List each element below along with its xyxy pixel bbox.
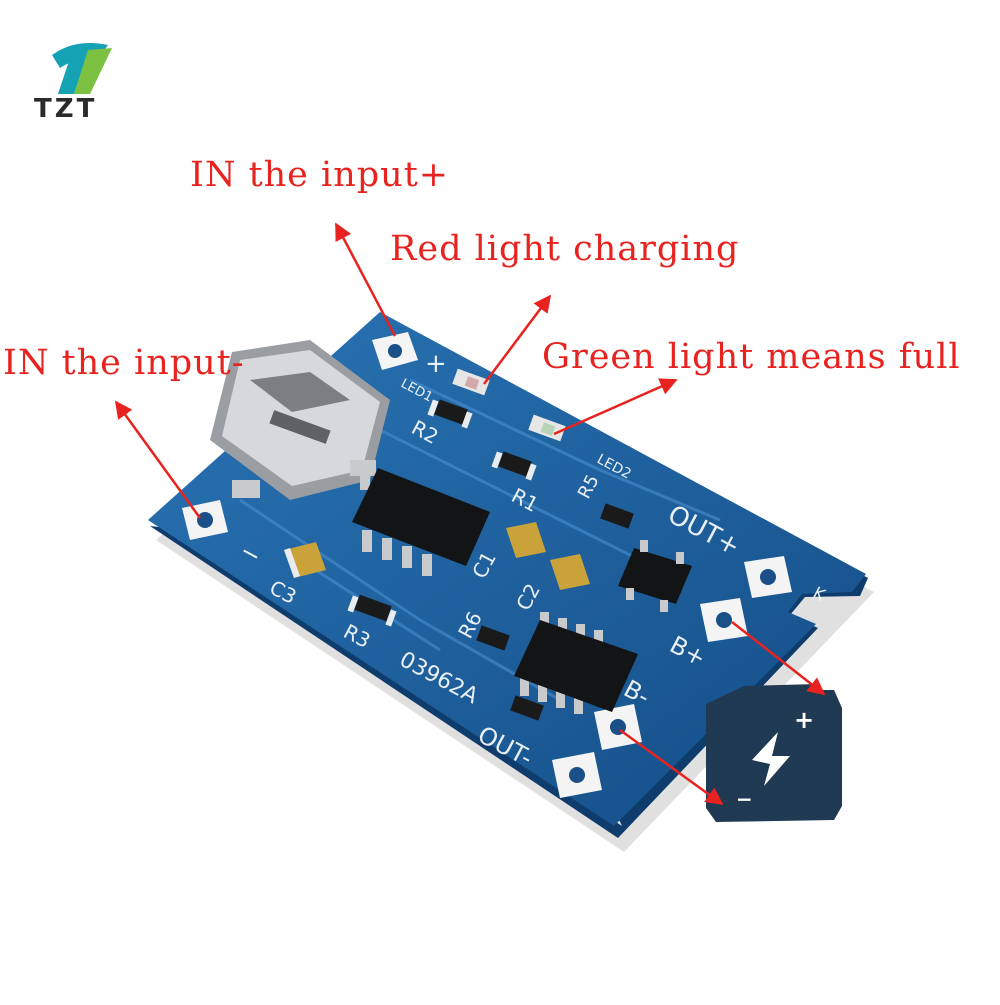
pad-out-plus [744,556,792,598]
silk-plus: + [425,349,447,379]
brand-logo-text: TZT [34,94,98,124]
arrow-red-light [483,294,552,385]
arrow-in-plus [334,222,397,337]
label-red-light-charging: Red light charging [390,229,740,269]
pad-b-plus [700,598,748,642]
pad-in-plus [372,332,418,370]
label-in-plus: IN the input+ [190,155,450,195]
label-in-minus: IN the input- [3,343,245,383]
tzt-logo-mark [52,42,112,94]
arrow-in-minus [114,400,202,519]
label-green-light-full: Green light means full [542,337,961,377]
capacitor-c3 [284,542,326,578]
led2-green-full [528,414,566,442]
pad-out-minus [552,752,602,798]
resistors [354,399,634,721]
capacitor-c2 [550,554,590,590]
battery-icon: + − [706,684,842,822]
led1-red-charging [452,368,490,396]
arrow-green-light [553,378,678,436]
ic-chip-main [352,468,490,576]
ic-chip-protection [514,612,638,714]
battery-minus-sign: − [736,787,753,811]
battery-plus-sign: + [794,706,814,734]
arrow-b-minus [619,728,724,806]
ic-chip-mosfet [618,540,692,612]
pad-b-minus [594,704,642,750]
arrow-b-plus [731,621,826,696]
micro-usb-connector [210,340,390,500]
capacitor-c1 [506,522,546,558]
